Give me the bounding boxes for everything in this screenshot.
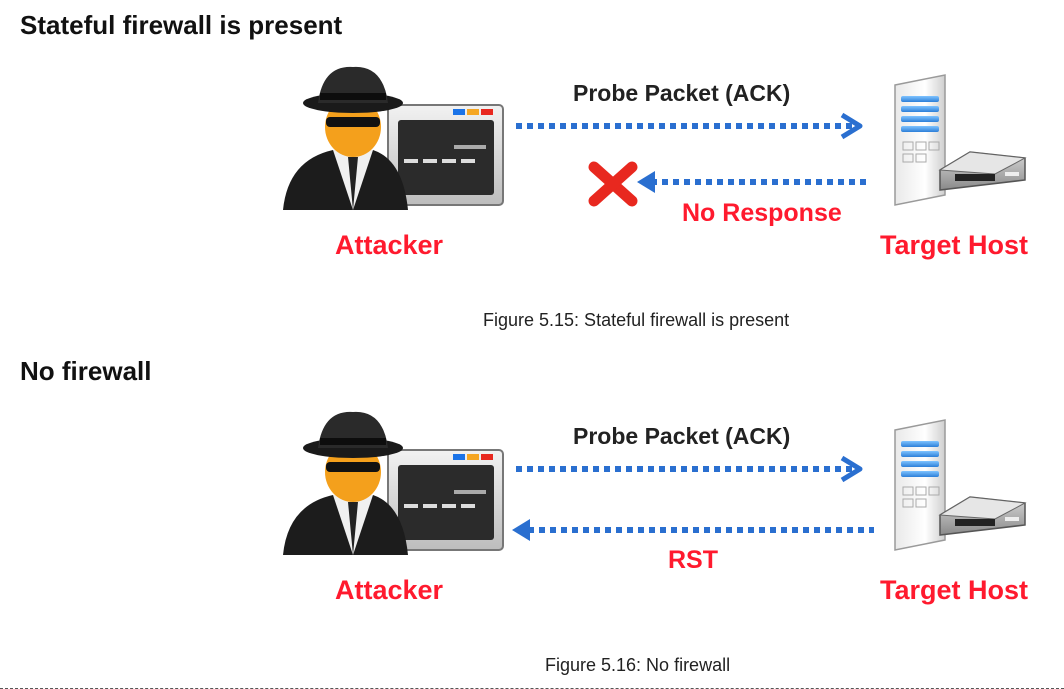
target-host-label: Target Host <box>880 230 1029 260</box>
diagram-no-firewall: Attacker Probe Packet (ACK) RST Target H… <box>0 411 1064 620</box>
hacker-with-laptop-icon <box>283 411 504 555</box>
response-label: RST <box>668 546 718 574</box>
attacker-label: Attacker <box>335 575 444 605</box>
figure-caption-2: Figure 5.16: No firewall <box>545 655 731 675</box>
attacker-label: Attacker <box>335 230 444 260</box>
probe-arrow-right-icon <box>516 455 863 483</box>
diagram-stateful-firewall: Attacker Probe Packet (ACK) No Response … <box>0 66 1064 275</box>
blocked-x-icon <box>588 161 638 207</box>
response-arrow-left-icon <box>637 171 871 193</box>
hacker-with-laptop-icon <box>283 66 504 210</box>
response-label: No Response <box>682 199 842 227</box>
rst-arrow-left-icon <box>512 519 874 541</box>
probe-arrow-right-icon <box>516 112 863 140</box>
probe-packet-label: Probe Packet (ACK) <box>573 80 791 106</box>
target-host-label: Target Host <box>880 575 1029 605</box>
server-with-router-icon <box>894 419 1027 551</box>
section-2-title: No firewall <box>20 356 152 386</box>
probe-packet-label: Probe Packet (ACK) <box>573 423 791 449</box>
figure-caption-1: Figure 5.15: Stateful firewall is presen… <box>483 310 790 330</box>
server-with-router-icon <box>894 74 1027 206</box>
section-1-title: Stateful firewall is present <box>20 10 343 40</box>
